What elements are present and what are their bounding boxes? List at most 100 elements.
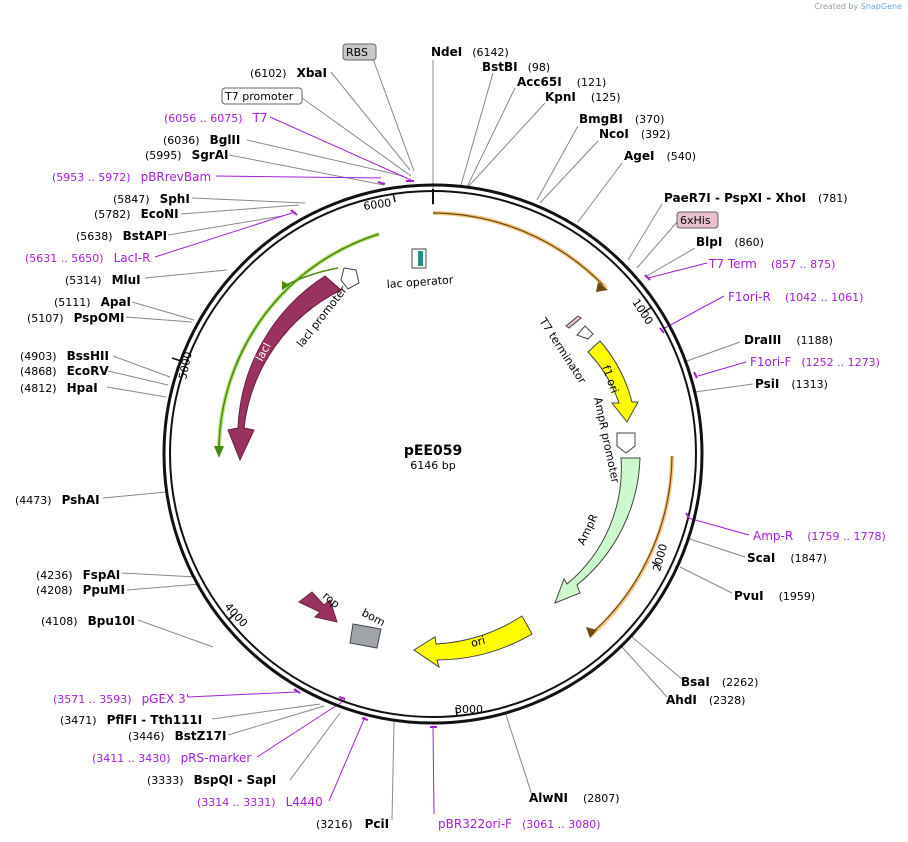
primer-f1ori-r: F1ori-R(1042 .. 1061) — [728, 290, 863, 304]
tick-6000: 6000 — [363, 196, 393, 213]
backbone-outer — [162, 183, 704, 725]
enzyme-sphi: (5847)SphI — [113, 192, 190, 206]
label-t7-terminator: T7 terminator — [536, 315, 589, 387]
enzyme-ecorv: (4868)EcoRV — [20, 364, 109, 378]
leader-kpni — [467, 102, 546, 188]
leader-draiii — [683, 341, 741, 363]
green-arc-head-1 — [214, 446, 224, 458]
leader-ecorv — [107, 370, 169, 386]
leader-amp-r — [687, 517, 750, 536]
leader-bstapi — [167, 215, 283, 236]
label-lac-operator: lac operator — [386, 273, 454, 291]
green-arc-laci-core — [218, 233, 380, 449]
leader-laci-r — [154, 211, 296, 258]
label-ori: ori — [470, 634, 487, 650]
feature-f1-ori-shape — [587, 340, 639, 423]
marker-prs-marker — [338, 696, 346, 700]
enzyme-agei: AgeI(540) — [624, 149, 696, 163]
enzyme-pshai: (4473)PshAI — [15, 493, 100, 507]
tick-mark-5000 — [171, 357, 182, 362]
marker-laci-r — [290, 209, 298, 216]
marker-t7term — [644, 274, 651, 281]
leader-bglii — [246, 139, 404, 177]
enzyme-hpai: (4812)HpaI — [20, 381, 98, 395]
leader-pspomi — [125, 316, 193, 323]
leader-prs-marker — [256, 699, 346, 758]
primer-l4440: (3314 .. 3331)L4440 — [197, 795, 323, 809]
orange-arc-cds-core — [432, 212, 604, 286]
leader-agei — [577, 162, 623, 223]
primer-prs-marker: (3411 .. 3430)pRS-marker — [92, 751, 251, 765]
orange-arc-cds — [432, 211, 608, 290]
lac-operator-inner — [418, 251, 423, 266]
primer-t7term: T7 Term(857 .. 875) — [708, 257, 835, 271]
enzyme-ncoi: NcoI(392) — [599, 127, 670, 141]
enzyme-ahdi: AhdI(2328) — [666, 693, 745, 707]
enzyme-scai: ScaI(1847) — [747, 551, 827, 565]
enzyme-ndei: NdeI(6142) — [431, 45, 509, 59]
tick-mark-4000 — [227, 613, 236, 621]
marker-f1ori-f — [693, 371, 698, 379]
enzyme-bsshii: (4903)BssHII — [20, 349, 109, 363]
leader-sphi — [191, 197, 306, 204]
feature-laci-shape — [227, 275, 342, 462]
leader-hpai — [106, 386, 167, 398]
enzyme-bstz17i: (3446)BstZ17I — [128, 729, 226, 743]
primer-laci-r: (5631 .. 5650)LacI-R — [25, 251, 150, 265]
leader-ncoi — [539, 140, 599, 204]
leader-t7term — [647, 262, 708, 279]
leader-acc65i — [466, 87, 516, 188]
enzyme-sgrai: (5995)SgrAI — [145, 148, 228, 162]
tick-mark-1000 — [643, 306, 653, 313]
label-rbs: RBS — [346, 46, 368, 59]
enzyme-bstapi: (5638)BstAPI — [76, 229, 167, 243]
leader-pshai — [102, 491, 167, 499]
enzyme-mlui: (5314)MluI — [65, 273, 141, 287]
feature-ampr-promoter-shape — [616, 432, 636, 454]
primer-pbr322ori-f: pBR322ori-F(3061 .. 3080) — [438, 817, 601, 831]
leader-blpi — [644, 247, 696, 278]
enzyme-xbai: (6102)XbaI — [250, 66, 327, 80]
rbs-box — [342, 43, 377, 61]
enzyme-draiii: DraIII(1188) — [744, 333, 833, 347]
tick-mark-3000 — [455, 706, 458, 717]
leader-pcii — [391, 721, 395, 821]
feature-rop-shape — [298, 591, 338, 623]
enzyme-acc65i: Acc65I(121) — [517, 75, 606, 89]
enzyme-bmgbi: BmgBI(370) — [579, 112, 664, 126]
enzyme-bstbi: BstBI(98) — [482, 60, 550, 74]
leader-alwni — [504, 711, 533, 796]
leader-pgex3 — [187, 691, 298, 698]
enzyme-pcii: (3216)PciI — [316, 817, 389, 831]
leader-sgrai — [228, 154, 385, 186]
leader-ahdi — [621, 646, 668, 698]
enzyme-tth111i: (3471)PflFI - Tth111I — [60, 713, 202, 727]
enzyme-pspomi: (5107)PspOMI — [27, 311, 125, 325]
orange-arc-ori-core — [591, 455, 673, 634]
feature-laci-promoter-shape — [340, 267, 360, 290]
enzyme-psii: PsiI(1313) — [755, 377, 828, 391]
enzyme-apai: (5111)ApaI — [54, 295, 131, 309]
leader-bsshii — [112, 355, 171, 378]
label-t7-promoter: T7 promoter — [224, 90, 294, 103]
enzyme-bsai: BsaI(2262) — [681, 675, 758, 689]
credit-text: Created by SnapGene — [814, 2, 902, 11]
leader-econi — [180, 204, 300, 215]
tick-mark-2000 — [651, 561, 661, 567]
leader-6xhis — [636, 221, 678, 269]
enzyme-kpni: KpnI(125) — [545, 90, 621, 104]
orange-arc-head-2 — [586, 627, 597, 638]
enzyme-xhoi: PaeR7I - PspXI - XhoI(781) — [664, 191, 848, 205]
plasmid-length: 6146 bp — [410, 459, 455, 472]
plasmid-name: pEE059 — [404, 443, 462, 459]
marker-pgex3 — [293, 688, 301, 694]
leader-bstbi — [460, 72, 494, 186]
leader-pbr322ori-f — [432, 726, 435, 815]
enzyme-sapi: (3333)BspQI - SapI — [147, 773, 276, 787]
feature-t7-arrow — [576, 325, 594, 340]
leader-mlui — [144, 269, 228, 279]
tick-5000: 5000 — [176, 351, 195, 381]
feature-t7-terminator-shape — [565, 315, 582, 329]
leader-f1ori-f — [697, 361, 747, 377]
tick-1000: 1000 — [629, 297, 655, 328]
